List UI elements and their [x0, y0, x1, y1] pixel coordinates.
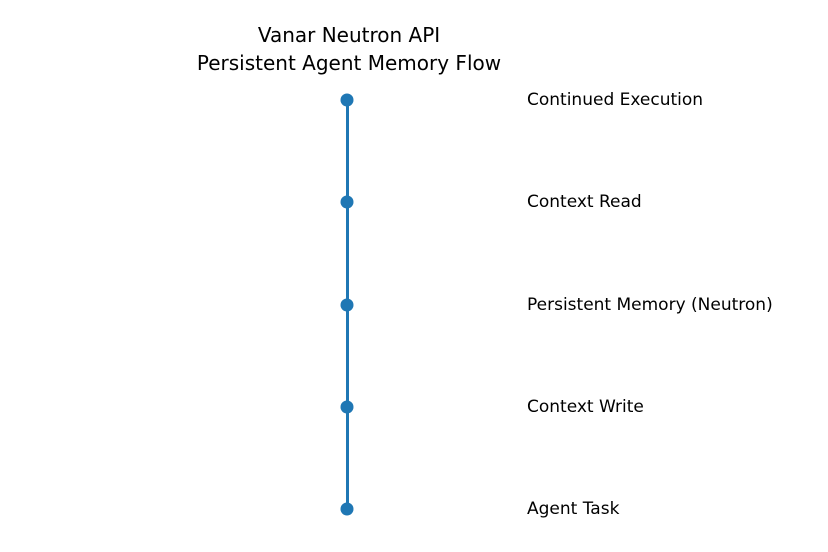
flow-node-label-persistent-memory: Persistent Memory (Neutron): [527, 295, 773, 315]
flow-node-dot-continued-execution: [340, 93, 354, 107]
flow-node-dot-context-read: [340, 195, 354, 209]
flow-node-dot-agent-task: [340, 502, 354, 516]
flow-node-label-context-read: Context Read: [527, 192, 642, 212]
flow-node-dot-context-write: [340, 400, 354, 414]
chart-title-line2: Persistent Agent Memory Flow: [196, 51, 502, 75]
chart-title: Vanar Neutron API Persistent Agent Memor…: [49, 21, 649, 77]
flow-node-label-continued-execution: Continued Execution: [527, 90, 704, 110]
flow-node-dot-persistent-memory: [340, 298, 354, 312]
flow-node-label-context-write: Context Write: [527, 397, 644, 417]
chart-title-line1: Vanar Neutron API: [257, 23, 441, 47]
flow-node-label-agent-task: Agent Task: [527, 499, 620, 519]
